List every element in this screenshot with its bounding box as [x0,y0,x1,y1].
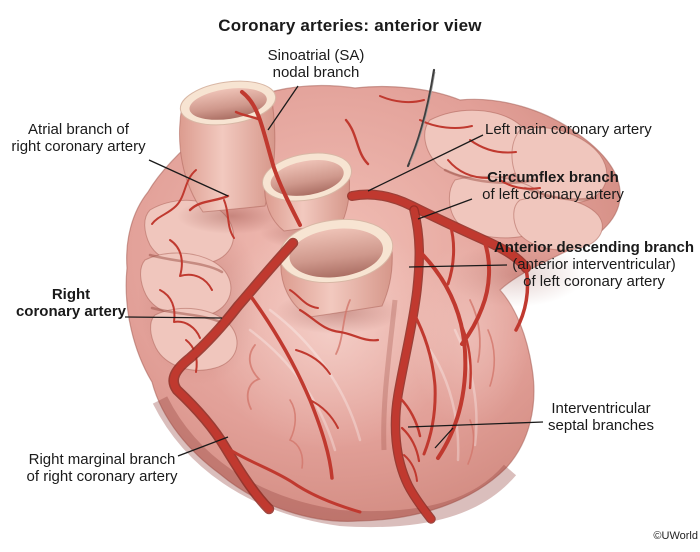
copyright-watermark: ©UWorld [653,530,698,542]
label-line: Left main coronary artery [485,121,652,138]
page-title: Coronary arteries: anterior view [218,16,482,35]
right-atrial-appendage-lump [150,307,238,371]
label-line: of left coronary artery [482,186,624,203]
label-line: of right coronary artery [26,468,178,485]
diagonal-branch-path [418,250,468,460]
needle-pointer-highlight [409,71,436,164]
sa-nodal-branch-path [240,90,302,227]
atrial-branch-vessel [151,169,197,225]
label-atrial-branch: Atrial branch of right coronary artery [8,121,149,155]
label-line: Right [51,286,91,303]
faint-vessel [467,419,475,465]
faint-vessel [246,344,261,410]
label-line: Interventricular [551,400,651,417]
muscle-striation [428,348,460,462]
diagonal-branch-twig [459,322,472,390]
leader-circumflex [417,198,473,220]
leader-anterior-descending [408,264,508,268]
label-line: Sinoatrial (SA) [267,47,365,64]
right-ventricular-twig [295,349,331,375]
label-line: Right marginal branch [28,451,176,468]
right-ventricular-twig [309,399,339,429]
faint-vessel [288,399,304,469]
label-anterior-descending: Anterior descending branch (anterior int… [493,239,695,290]
small-top-vessel [469,139,517,154]
leader-septal-horizontal [407,421,544,428]
sa-nodal-branch-twig [234,110,262,122]
label-left-main: Left main coronary artery [485,121,675,138]
obtuse-marginal-branch [460,238,492,346]
svc-cut-vessel [179,80,277,213]
label-line: nodal branch [272,64,360,81]
label-line: Circumflex branch [487,169,619,186]
lad-path [391,206,435,523]
diagonal-branch-path [411,310,437,456]
label-line: Atrial branch of [28,121,129,138]
atrial-branch-vessel [223,199,235,239]
small-top-vessel [499,179,541,190]
small-top-vessel [344,118,370,166]
leader-right-coronary [124,316,223,319]
needle-pointer [406,68,436,168]
label-right-marginal: Right marginal branch of right coronary … [22,451,182,485]
interventricular-groove-shadow [381,299,398,451]
muscle-striation [453,328,478,447]
septal-branch-path [398,396,422,438]
label-right-coronary: Right coronary artery [15,286,127,320]
septal-branch-path [403,454,418,482]
label-interventricular-septal: Interventricular septal branches [541,400,661,434]
appendage-crevice [443,168,537,185]
label-sa-nodal-branch: Sinoatrial (SA) nodal branch [246,47,386,81]
obtuse-marginal-branch [514,266,530,332]
right-marginal-branch-path [222,444,362,514]
appendage-crevice [523,186,594,201]
leader-left-main [367,134,484,192]
faint-vessel [487,329,496,387]
obtuse-marginal-branch [446,222,456,286]
bottom-inner-shadow [152,396,517,528]
label-line: coronary artery [15,303,127,320]
label-line: (anterior interventricular) [512,256,676,273]
leader-septal-tick [434,427,454,449]
right-coronary-artery-path [169,239,297,513]
aorta-cut-vessel [278,218,394,318]
faint-vessel [469,299,481,363]
small-top-vessel [447,159,489,179]
pulmonary-cut-vessel [262,152,352,232]
label-line: septal branches [548,417,654,434]
small-mid-vessel [298,308,380,342]
small-top-vessel [379,95,425,104]
label-line: right coronary artery [11,138,146,155]
label-line: Anterior descending branch [493,239,695,256]
leader-sa-nodal [267,85,299,131]
atrial-branch-vessel [159,289,201,339]
label-circumflex: Circumflex branch of left coronary arter… [475,169,631,203]
small-mid-vessel [289,289,319,309]
left-atrial-appendage-lump [513,196,603,251]
atrium-crevice [148,253,224,274]
leader-atrial-branch [148,159,229,197]
septal-branch-path [400,426,421,463]
faint-vessel [335,299,351,355]
atrial-branch-vessel [169,239,213,291]
atrial-branch-vessel [188,194,230,212]
leader-right-marginal [177,436,229,457]
label-line: of left coronary artery [523,273,665,290]
